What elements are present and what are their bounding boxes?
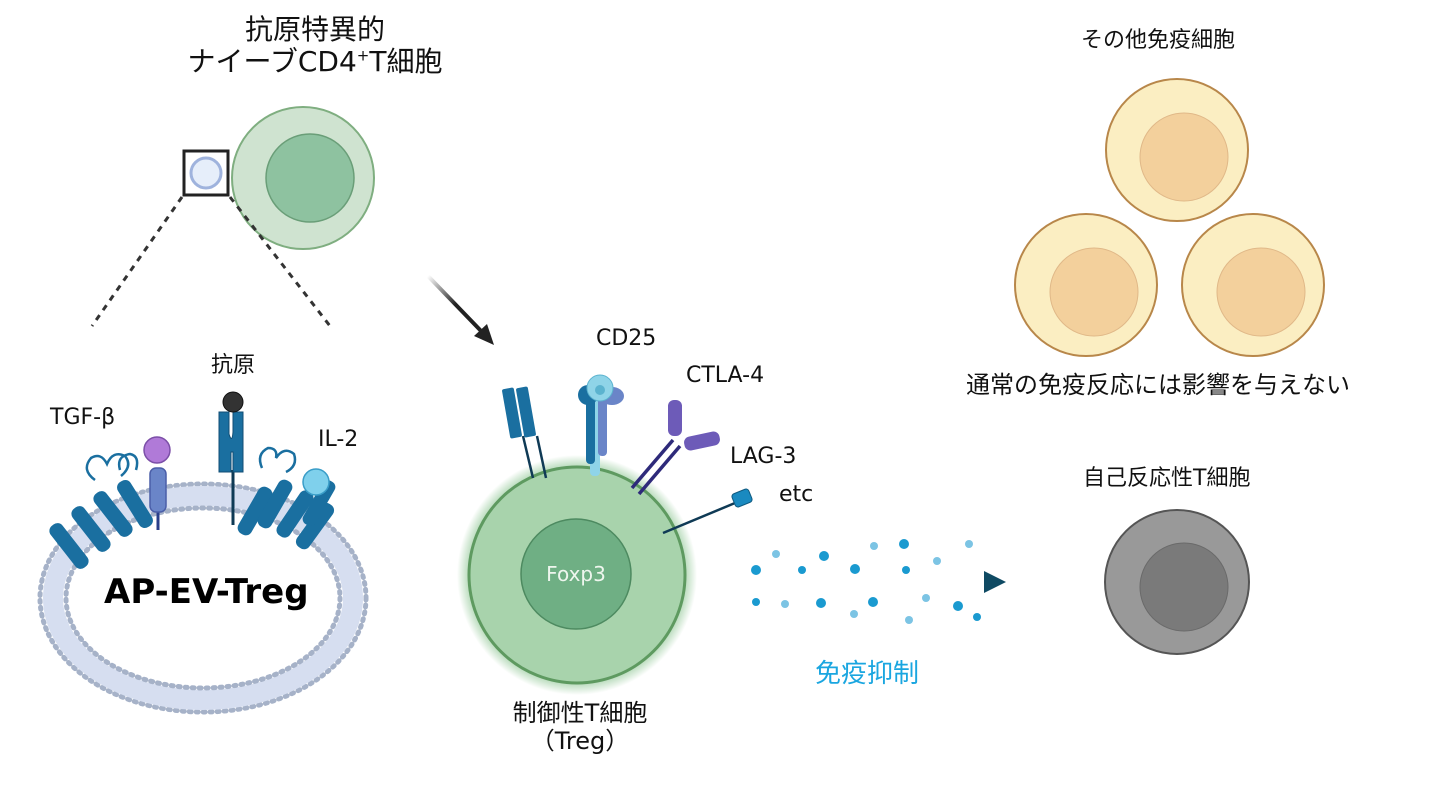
cytokine-particle bbox=[819, 551, 829, 561]
naive-cd4-t-cell bbox=[231, 106, 375, 250]
lag3-label: LAG-3 bbox=[730, 444, 797, 469]
naive-title-sup: + bbox=[356, 46, 370, 65]
receptor-cluster-left bbox=[49, 452, 153, 569]
extracellular-vesicle bbox=[37, 481, 369, 715]
cytokine-particle bbox=[798, 566, 806, 574]
zoom-box bbox=[90, 149, 332, 327]
naive-title-line1: 抗原特異的 bbox=[244, 13, 385, 46]
naive-title-prefix: ナイーブCD4 bbox=[187, 45, 357, 79]
no-effect-label: 通常の免疫反応には影響を与えない bbox=[966, 371, 1350, 399]
cytokine-particle bbox=[899, 539, 909, 549]
autoreactive-label: 自己反応性T細胞 bbox=[1083, 466, 1251, 491]
cytokine-particle bbox=[905, 616, 913, 624]
tcr-receptor bbox=[502, 386, 548, 479]
cytokine-particle bbox=[751, 565, 761, 575]
etc-label: etc bbox=[779, 482, 814, 507]
cytokine-particle bbox=[816, 598, 826, 608]
vesicle-label: AP-EV-Treg bbox=[104, 572, 309, 612]
other-immune-cells-label: その他免疫細胞 bbox=[1081, 28, 1236, 53]
cytokine-particle bbox=[965, 540, 973, 548]
treg-title-line2: （Treg） bbox=[530, 726, 630, 755]
autoreactive-t-cell bbox=[1104, 509, 1250, 655]
treg-title-line1: 制御性T細胞 bbox=[512, 699, 648, 727]
other-immune-cell-top bbox=[1105, 78, 1249, 222]
cytokine-particle bbox=[953, 601, 963, 611]
cytokine-particle bbox=[933, 557, 941, 565]
treg-cell bbox=[457, 455, 697, 695]
cytokine-particle bbox=[973, 613, 981, 621]
suppression-label: 免疫抑制 bbox=[815, 659, 920, 689]
il2-label: IL-2 bbox=[318, 427, 359, 452]
receptor-cluster-right bbox=[237, 446, 335, 550]
cd25-label: CD25 bbox=[596, 326, 657, 351]
treg-title: 制御性T細胞 （Treg） bbox=[480, 699, 680, 755]
cytokine-particle bbox=[922, 594, 930, 602]
cytokine-particle bbox=[781, 600, 789, 608]
zoom-line-left bbox=[90, 196, 184, 327]
other-immune-cell-left bbox=[1014, 213, 1158, 357]
cytokine-particle bbox=[850, 610, 858, 618]
naive-cell-title: 抗原特異的 ナイーブCD4+T細胞 bbox=[170, 13, 460, 78]
antigen-mhc bbox=[218, 391, 244, 525]
naive-title-suffix: T細胞 bbox=[369, 45, 443, 79]
ctla4-label: CTLA-4 bbox=[686, 363, 765, 388]
cd25-receptor bbox=[578, 374, 624, 476]
cytokine-particle bbox=[870, 542, 878, 550]
suppression-arrow bbox=[775, 571, 1006, 593]
zoom-line-right bbox=[228, 196, 332, 327]
tgf-beta-label: TGF-β bbox=[50, 405, 116, 430]
cytokine-particle bbox=[772, 550, 780, 558]
cytokine-particle bbox=[868, 597, 878, 607]
lag3-receptor bbox=[662, 488, 753, 535]
ctla4-receptor bbox=[630, 400, 720, 496]
cytokine-particle bbox=[902, 566, 910, 574]
cytokine-particle bbox=[752, 598, 760, 606]
il2-receptor bbox=[302, 468, 336, 526]
differentiation-arrow bbox=[426, 274, 494, 345]
naive-title-line2: ナイーブCD4+T細胞 bbox=[170, 46, 460, 78]
other-immune-cell-right bbox=[1181, 213, 1325, 357]
cytokine-particles bbox=[751, 539, 981, 624]
antigen-label: 抗原 bbox=[211, 353, 256, 378]
cytokine-particle bbox=[850, 564, 860, 574]
foxp3-label: Foxp3 bbox=[546, 562, 606, 586]
tgf-beta-receptor bbox=[143, 436, 171, 530]
